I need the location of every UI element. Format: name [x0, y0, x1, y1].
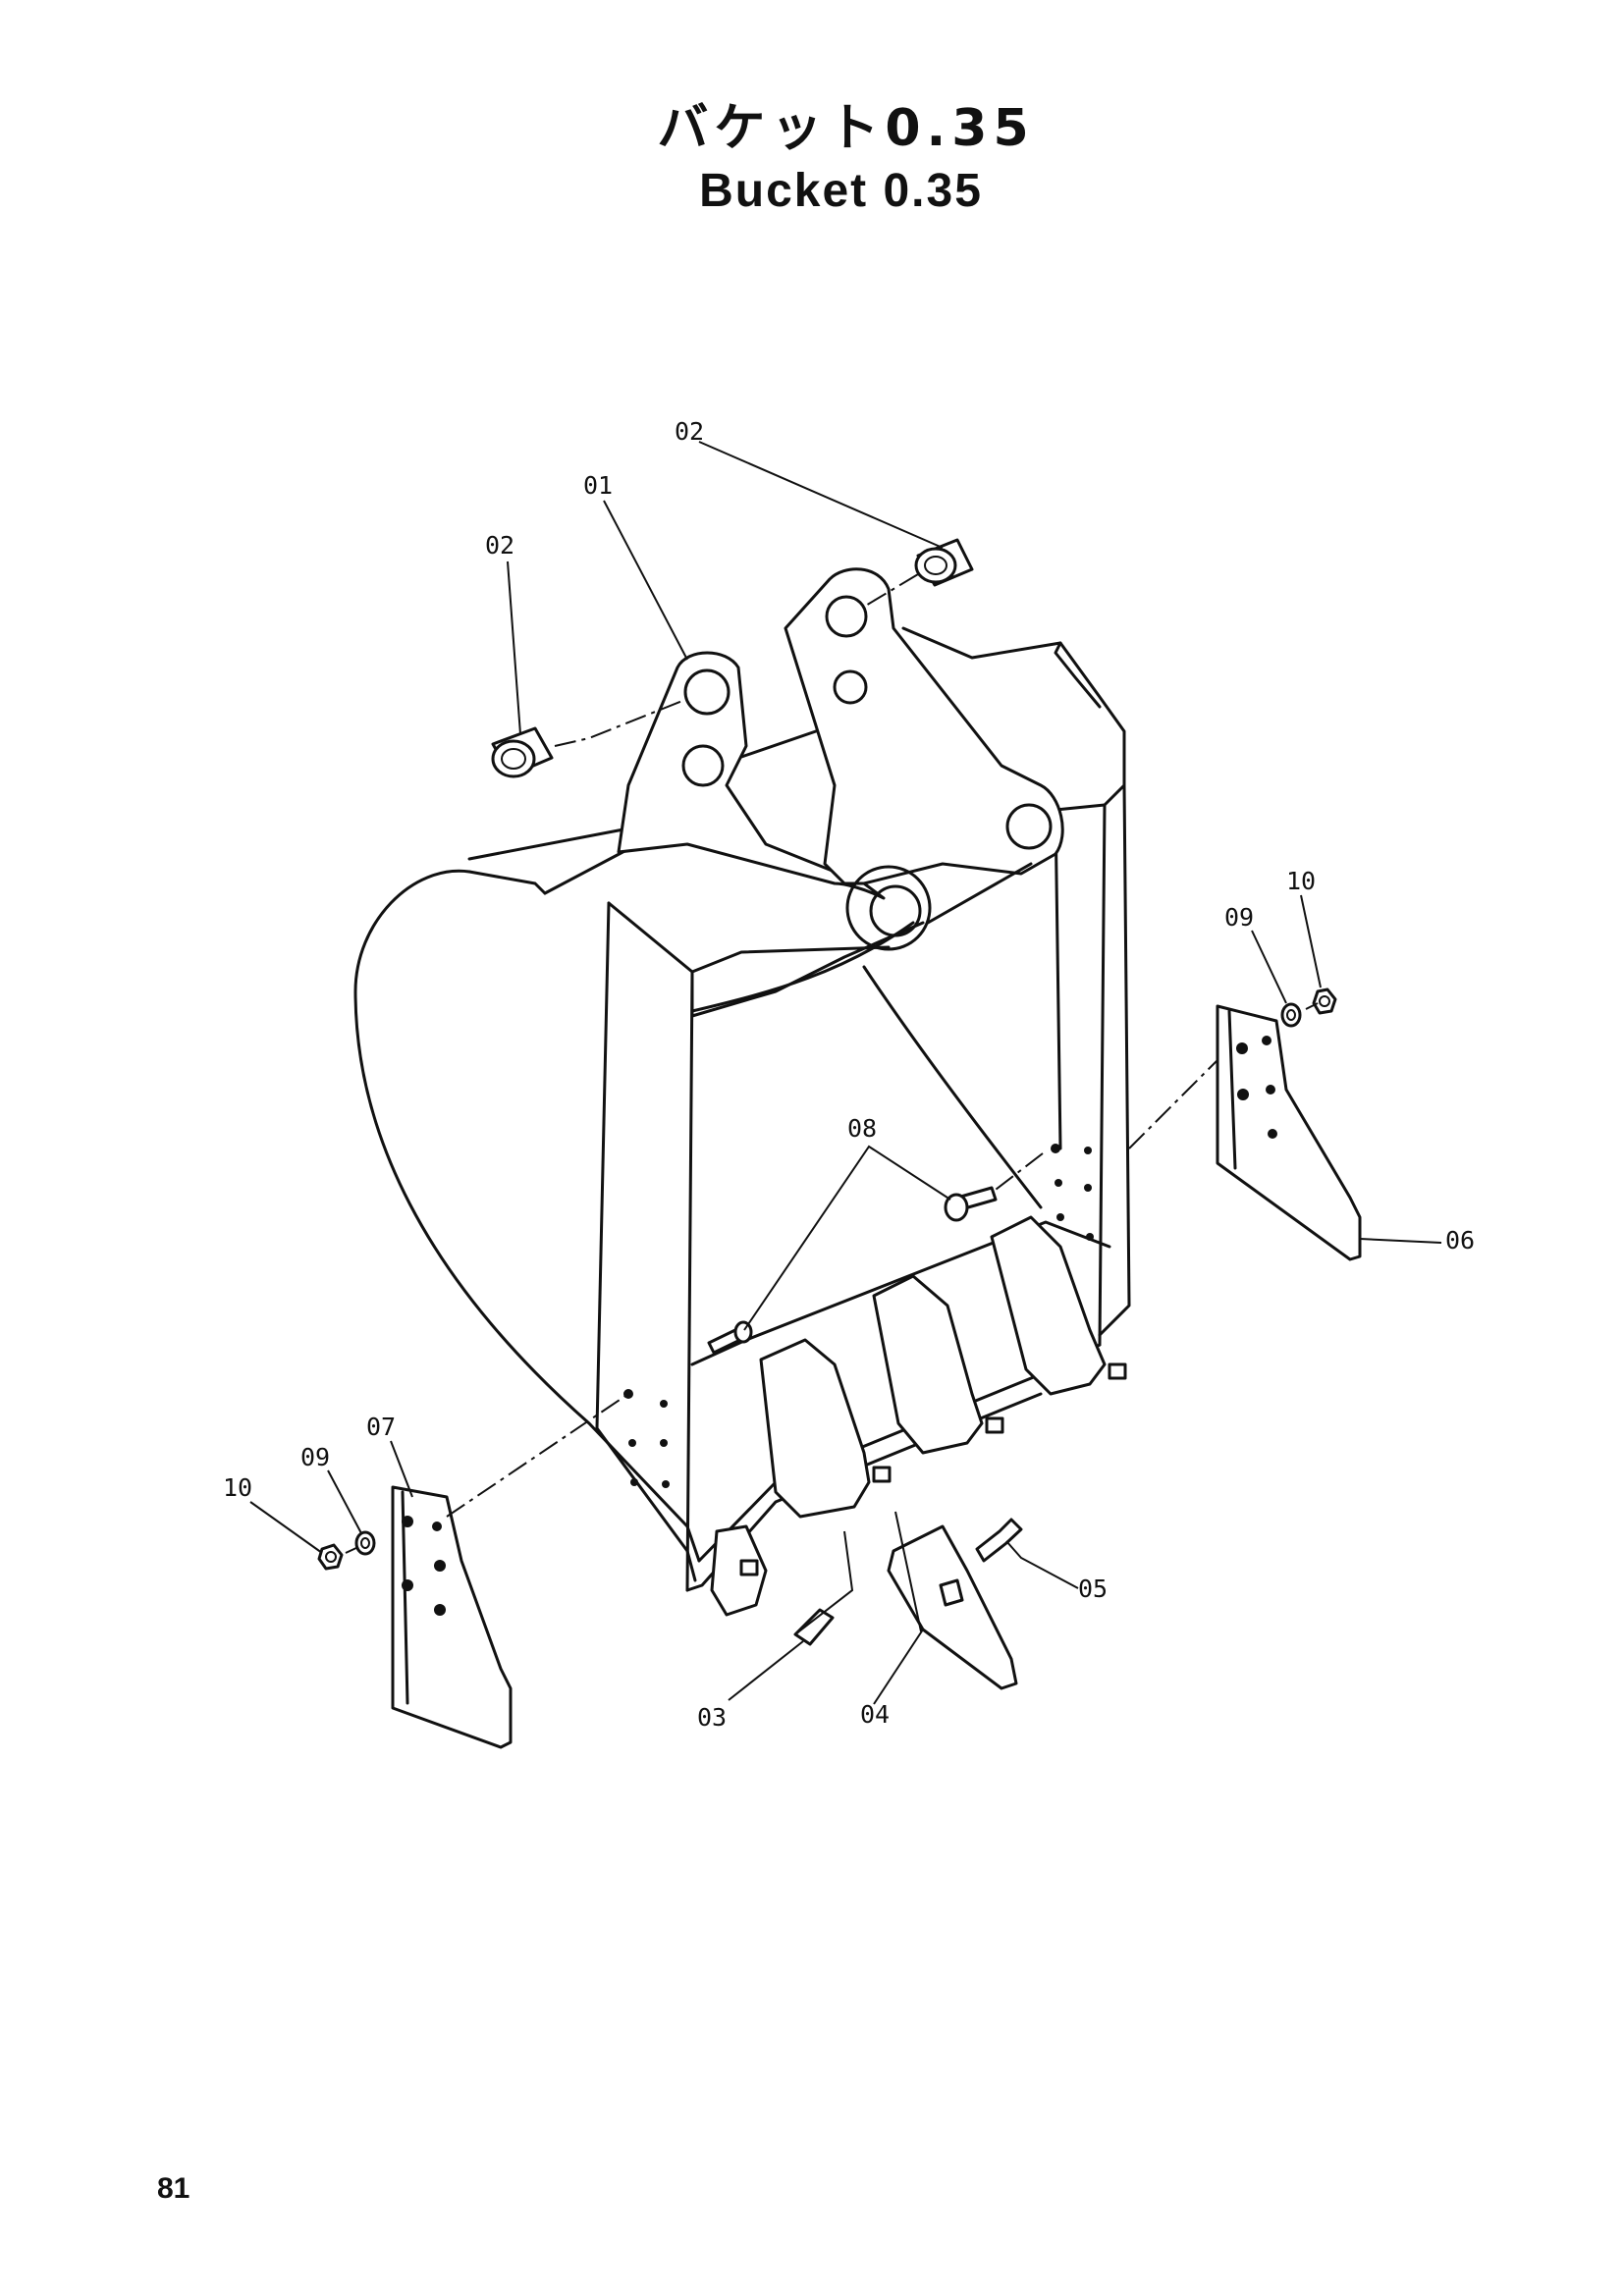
axis-right-nut	[1305, 1002, 1319, 1010]
bucket-bracket	[617, 567, 1064, 974]
axis-right-cutter	[1128, 1059, 1218, 1149]
bucket-teeth	[710, 1215, 1127, 1617]
bushing-right	[914, 538, 974, 587]
callout-10-left: 10	[223, 1473, 252, 1502]
axis-left-cutter	[446, 1393, 629, 1518]
callout-09-left: 09	[300, 1443, 330, 1471]
callout-01: 01	[583, 471, 613, 500]
washer-right	[1280, 1002, 1302, 1028]
callout-10-right: 10	[1286, 867, 1316, 895]
callout-07: 07	[366, 1413, 396, 1441]
side-cutter-left	[391, 1485, 513, 1749]
bushing-left	[491, 726, 554, 778]
bushing-right-axis	[863, 573, 919, 608]
callout-05: 05	[1078, 1575, 1108, 1603]
bolt-upper	[944, 1186, 998, 1222]
page-title-japanese: バケット0.35	[657, 99, 1035, 158]
washer-left	[354, 1530, 376, 1556]
page-number: 81	[157, 2172, 190, 2205]
callout-09-right: 09	[1224, 903, 1254, 932]
nut-right	[1312, 988, 1337, 1015]
callout-04: 04	[860, 1700, 890, 1729]
nut-left	[317, 1543, 344, 1571]
title-block: バケット0.35 Bucket 0.35	[0, 96, 1623, 222]
tooth-pin	[793, 1608, 835, 1646]
callout-02-right: 02	[675, 417, 704, 446]
leader-lines	[249, 441, 1442, 1705]
page-title-english: Bucket 0.35	[699, 165, 983, 217]
bushing-left-axis	[554, 698, 688, 747]
axis-left-nut	[345, 1546, 359, 1554]
callout-03: 03	[697, 1703, 727, 1732]
callout-06: 06	[1445, 1226, 1475, 1255]
tooth-point	[887, 1524, 1018, 1690]
callout-08: 08	[847, 1114, 877, 1143]
tooth-lock	[975, 1518, 1023, 1563]
axis-upper-bolt	[991, 1152, 1044, 1194]
side-cutter-right	[1216, 1004, 1362, 1261]
callout-02-left: 02	[485, 531, 514, 560]
